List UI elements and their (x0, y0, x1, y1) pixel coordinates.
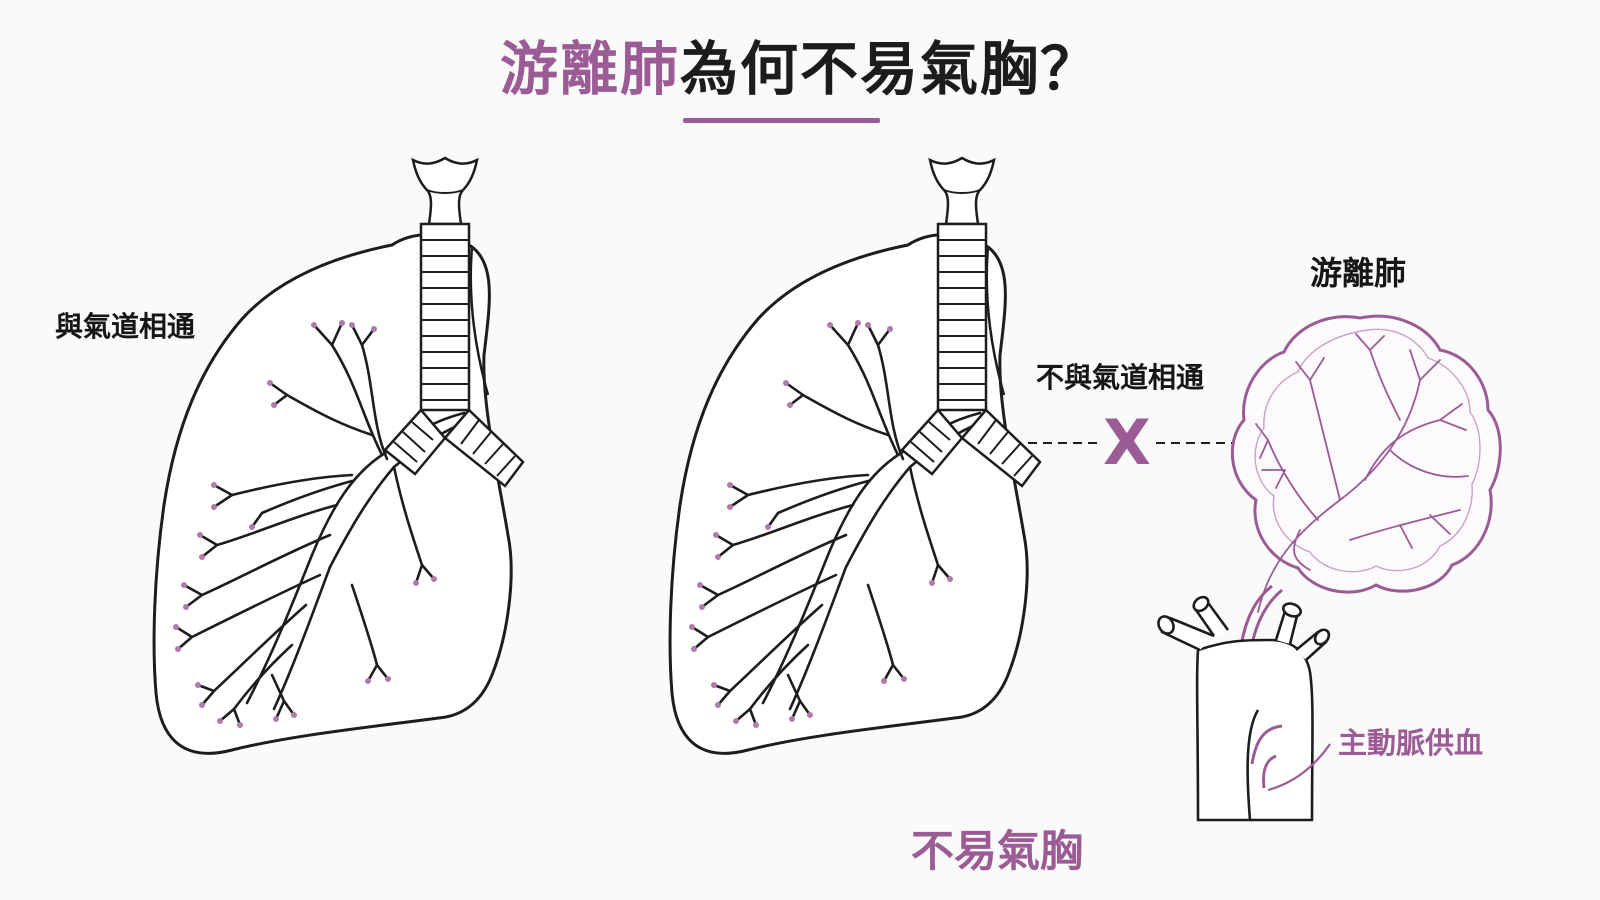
aorta-illustration (1157, 595, 1331, 822)
right-lung-illustration (668, 156, 1042, 755)
aortic-supply-leader-line (1267, 743, 1331, 792)
page-title: 游離肺為何不易氣胸？ (0, 22, 1600, 106)
label-sequestration: 游離肺 (1310, 254, 1407, 292)
left-lung-illustration (152, 156, 525, 755)
title-accent: 游離肺 (499, 35, 680, 103)
label-result: 不易氣胸 (911, 827, 1083, 877)
label-aortic-supply: 主動脈供血 (1338, 726, 1484, 760)
title-rest: 為何不易氣胸？ (680, 35, 1101, 103)
sequestered-lung-illustration (1230, 314, 1502, 686)
blocked-x-mark: X (1103, 406, 1151, 479)
label-connected-to-airway: 與氣道相通 (55, 310, 196, 343)
title-underline (683, 118, 880, 123)
label-not-connected-to-airway: 不與氣道相通 (1036, 361, 1205, 394)
